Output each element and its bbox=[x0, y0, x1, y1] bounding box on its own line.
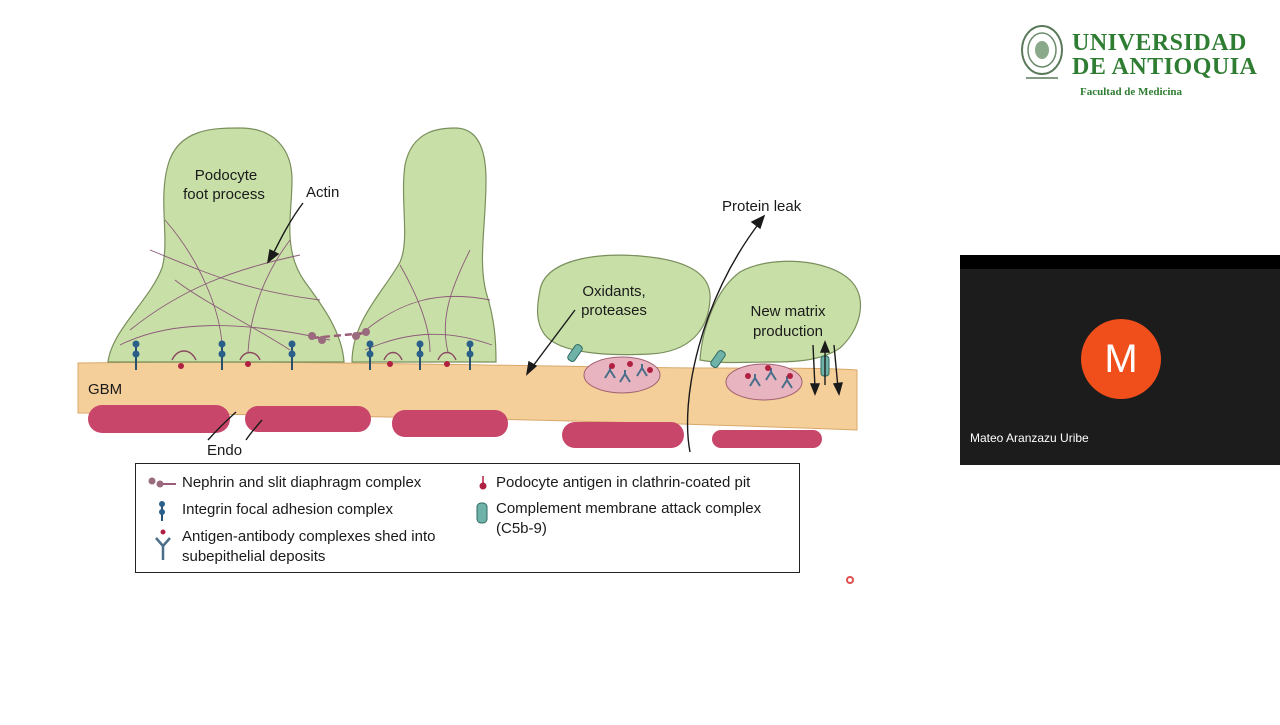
podocyte-antigens bbox=[178, 361, 450, 369]
label-actin: Actin bbox=[306, 184, 339, 201]
legend-integrin-text: Integrin focal adhesion complex bbox=[182, 501, 393, 518]
immune-deposit-1 bbox=[583, 356, 661, 394]
label-podocyte-2: foot process bbox=[183, 186, 265, 203]
legend-integrin: Integrin focal adhesion complex bbox=[148, 500, 393, 521]
legend-complexes-line1: Antigen-antibody complexes shed into bbox=[182, 528, 436, 545]
label-gbm: GBM bbox=[88, 381, 122, 398]
arrows bbox=[207, 202, 843, 453]
glomerular-diagram: Podocyte foot process Actin Protein leak… bbox=[77, 127, 862, 459]
label-endo: Endo bbox=[207, 442, 242, 459]
label-matrix-1: New matrix bbox=[750, 303, 826, 320]
podocyte-foot-process-2 bbox=[351, 127, 497, 363]
university-seal-icon bbox=[1021, 25, 1063, 79]
legend-nephrin-text: Nephrin and slit diaphragm complex bbox=[182, 474, 422, 491]
logo-line-1: UNIVERSIDAD bbox=[1072, 30, 1247, 56]
label-oxidants-2: proteases bbox=[581, 302, 647, 319]
podocyte-foot-process-1 bbox=[107, 127, 345, 363]
legend-antigen-text: Podocyte antigen in clathrin-coated pit bbox=[496, 474, 751, 491]
pointer-cursor-icon bbox=[846, 576, 854, 584]
mac-legend-icon bbox=[476, 502, 488, 524]
actin-filaments-2 bbox=[359, 249, 493, 353]
legend-complexes: Antigen-antibody complexes shed into sub… bbox=[148, 527, 436, 567]
effaced-podocyte-3 bbox=[537, 254, 711, 356]
label-podocyte-1: Podocyte bbox=[195, 167, 258, 184]
legend-antigen: Podocyte antigen in clathrin-coated pit bbox=[472, 473, 750, 493]
participant-video-tile[interactable]: M Mateo Aranzazu Uribe bbox=[960, 255, 1280, 465]
integrin-legend-icon bbox=[159, 501, 165, 521]
university-logo: UNIVERSIDAD DE ANTIOQUIA Facultad de Med… bbox=[1018, 22, 1268, 102]
legend-mac-line2: (C5b-9) bbox=[496, 520, 547, 537]
logo-line-2: DE ANTIOQUIA bbox=[1072, 54, 1258, 80]
legend-nephrin: Nephrin and slit diaphragm complex bbox=[148, 473, 421, 493]
nephrin-legend-icon bbox=[148, 477, 176, 488]
legend: Nephrin and slit diaphragm complex Integ… bbox=[135, 463, 800, 573]
endothelial-cells bbox=[88, 405, 822, 448]
label-oxidants-1: Oxidants, bbox=[582, 283, 645, 300]
actin-filaments-1 bbox=[119, 219, 331, 353]
diagram-svg: Podocyte foot process Actin Protein leak… bbox=[77, 127, 862, 459]
nephrin-slit-diaphragm bbox=[308, 328, 370, 344]
participant-name: Mateo Aranzazu Uribe bbox=[970, 431, 1089, 445]
legend-complexes-line2: subepithelial deposits bbox=[182, 548, 326, 565]
label-matrix-2: production bbox=[753, 323, 823, 340]
participant-avatar: M bbox=[1081, 319, 1161, 399]
logo-faculty: Facultad de Medicina bbox=[1080, 86, 1183, 98]
immune-deposit-2 bbox=[725, 363, 803, 401]
legend-mac-line1: Complement membrane attack complex bbox=[496, 500, 762, 517]
label-protein-leak: Protein leak bbox=[722, 198, 802, 215]
effaced-podocyte-4 bbox=[699, 260, 862, 364]
clathrin-pits bbox=[171, 350, 457, 361]
legend-mac: Complement membrane attack complex (C5b-… bbox=[472, 499, 761, 539]
video-tile-topbar bbox=[960, 255, 1280, 269]
antibody-legend-icon bbox=[155, 529, 171, 560]
antigen-legend-icon bbox=[479, 476, 487, 490]
deposit-antigens bbox=[609, 361, 793, 379]
integrin-complexes bbox=[132, 340, 474, 370]
